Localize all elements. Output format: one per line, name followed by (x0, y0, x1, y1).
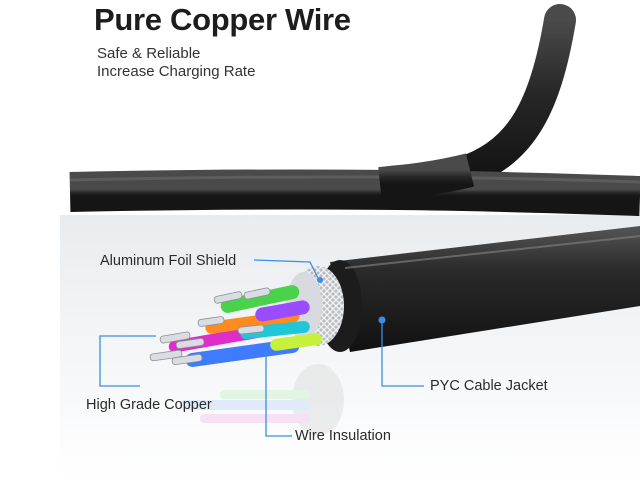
cable-jacket (330, 226, 640, 352)
callout-cable-jacket: PYC Cable Jacket (430, 378, 548, 394)
callout-line-insulation (265, 350, 292, 437)
jacket-highlight (344, 235, 640, 269)
cable-loop-top (454, 4, 576, 186)
callout-line-copper (99, 335, 156, 387)
page-title: Pure Copper Wire (94, 2, 351, 37)
copper-conductor-tips (149, 287, 271, 366)
cable-loop-joint (378, 153, 475, 201)
callout-wire-insulation: Wire Insulation (295, 428, 391, 444)
callout-dots (317, 277, 386, 324)
cable-reflection (180, 364, 344, 436)
cable-loop-horizontal (69, 169, 640, 216)
subtitle-safe: Safe & Reliable (97, 45, 201, 62)
subtitle-charging: Increase Charging Rate (97, 63, 256, 80)
callout-lines (99, 259, 424, 437)
callout-foil-shield: Aluminum Foil Shield (100, 253, 237, 269)
callout-line-foil (253, 259, 319, 279)
callout-line-jacket (381, 322, 424, 387)
callout-high-grade-copper: High Grade Copper (86, 397, 212, 413)
